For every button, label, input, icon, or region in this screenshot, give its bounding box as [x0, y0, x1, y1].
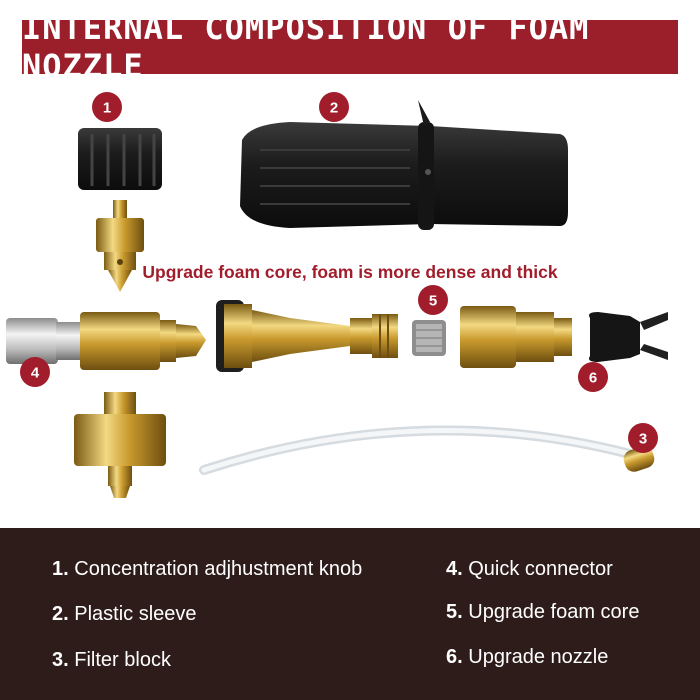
badge-1: 1 [92, 92, 122, 122]
badge-4: 4 [20, 357, 50, 387]
nozzle-part [589, 312, 668, 362]
knob-valve-part [96, 200, 144, 292]
legend-item-knob: 1. Concentration adjhustment knob [52, 558, 363, 580]
svg-text:6: 6 [589, 370, 597, 387]
legend-item-nozzle: 6. Upgrade nozzle [446, 646, 609, 668]
brass-core-part [216, 300, 398, 372]
svg-text:5: 5 [429, 293, 437, 310]
legend-item-foam-core: 5. Upgrade foam core [446, 601, 640, 623]
badge-2: 2 [319, 92, 349, 122]
foam-core-mesh-part [412, 320, 446, 356]
parts-illustration: 1 2 3 4 5 6 [6, 92, 668, 498]
bottom-fitting-part [74, 392, 166, 498]
brass-outlet-part [460, 306, 572, 368]
adjustment-knob-part [78, 128, 162, 190]
badge-5: 5 [418, 285, 448, 315]
badge-6: 6 [578, 362, 608, 392]
svg-text:4: 4 [31, 365, 40, 382]
svg-text:1: 1 [103, 100, 111, 117]
legend-item-filter: 3. Filter block [52, 649, 171, 671]
quick-connector-part [6, 312, 206, 370]
legend-panel: 1. Concentration adjhustment knob 2. Pla… [0, 528, 700, 700]
legend-item-connector: 4. Quick connector [446, 558, 613, 580]
page-title: INTERNAL COMPOSITION OF FOAM NOZZLE [22, 9, 590, 85]
filter-tube-part [199, 425, 655, 475]
legend-item-sleeve: 2. Plastic sleeve [52, 603, 197, 625]
svg-text:3: 3 [639, 431, 647, 448]
svg-text:2: 2 [330, 100, 338, 117]
foam-core-caption: Upgrade foam core, foam is more dense an… [142, 262, 558, 282]
plastic-sleeve-part [240, 100, 568, 230]
badge-3: 3 [628, 423, 658, 453]
title-banner: INTERNAL COMPOSITION OF FOAM NOZZLE [22, 9, 678, 85]
